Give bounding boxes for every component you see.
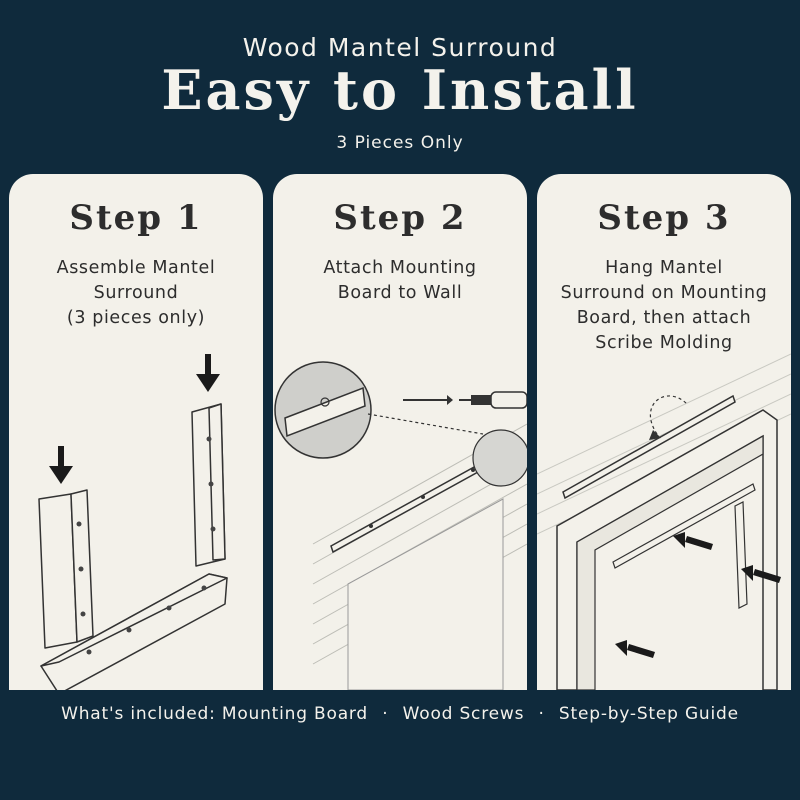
step-1-description: Assemble Mantel Surround (3 pieces only) xyxy=(56,258,216,328)
separator: · xyxy=(538,704,545,724)
step-2-description: Attach Mounting Board to Wall xyxy=(323,258,477,303)
step-3-title: Step 3 xyxy=(597,198,731,238)
page-subtitle: 3 Pieces Only xyxy=(336,133,464,153)
included-item-wood-screws: Wood Screws xyxy=(402,704,525,724)
product-name: Wood Mantel Surround xyxy=(242,33,558,62)
included-item-guide: Step-by-Step Guide xyxy=(558,704,739,724)
step-3-description: Hang Mantel Surround on Mounting Board, … xyxy=(560,258,768,353)
whats-included: What's included: Mounting Board · Wood S… xyxy=(0,704,800,724)
step-3-panel: Step 3 Hang Mantel Surround on Mounting … xyxy=(537,174,791,690)
separator: · xyxy=(382,704,389,724)
whats-included-label: What's included: xyxy=(61,704,216,724)
step-2-illustration xyxy=(274,361,527,690)
step-1-panel: Step 1 Assemble Mantel Surround (3 piece… xyxy=(9,174,263,690)
step-2-panel: Step 2 Attach Mounting Board to Wall xyxy=(273,174,527,690)
step-2-title: Step 2 xyxy=(333,198,467,238)
step-1-illustration xyxy=(38,354,228,690)
step-3-illustration xyxy=(537,353,791,690)
page-title: Easy to Install xyxy=(161,58,639,122)
step-1-title: Step 1 xyxy=(69,198,203,238)
included-item-mounting-board: Mounting Board xyxy=(221,704,368,724)
